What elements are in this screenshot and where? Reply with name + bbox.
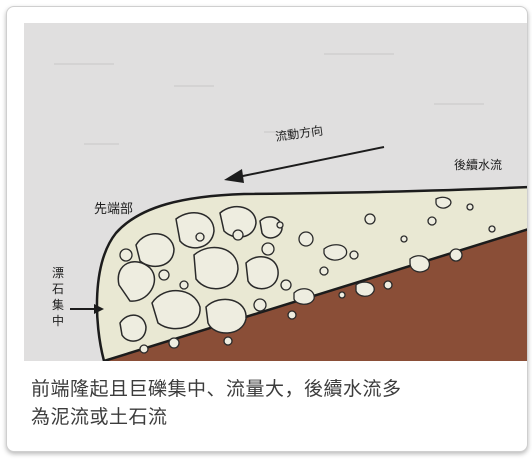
svg-text:石: 石 — [52, 282, 64, 296]
caption: 前端隆起且巨礫集中、流量大，後續水流多 為泥流或土石流 — [31, 375, 521, 431]
front-label: 先端部 — [94, 202, 133, 217]
background-texture — [54, 53, 484, 145]
boulder-concentration-arrow — [70, 304, 104, 314]
diagram-svg: 流動方向 後續水流 先端部 漂 石 集 中 — [24, 23, 527, 361]
flow-direction-label: 流動方向 — [274, 122, 324, 144]
svg-text:集: 集 — [52, 297, 64, 312]
image-card: 流動方向 後續水流 先端部 漂 石 集 中 前端隆起且巨礫集中、流量大，後續水流… — [6, 6, 528, 452]
caption-line-1: 前端隆起且巨礫集中、流量大，後續水流多 — [31, 378, 402, 400]
caption-line-2: 為泥流或土石流 — [31, 406, 168, 428]
svg-text:漂: 漂 — [52, 266, 64, 280]
following-water-label: 後續水流 — [454, 157, 502, 172]
boulder-concentration-label: 漂 石 集 中 — [52, 266, 64, 328]
flow-direction-arrow — [224, 146, 385, 183]
debris-flow-diagram: 流動方向 後續水流 先端部 漂 石 集 中 — [24, 23, 527, 361]
boulders-large — [117, 205, 283, 342]
stones-scattered — [276, 196, 496, 305]
svg-text:中: 中 — [52, 313, 64, 328]
boulders-small — [119, 229, 297, 354]
